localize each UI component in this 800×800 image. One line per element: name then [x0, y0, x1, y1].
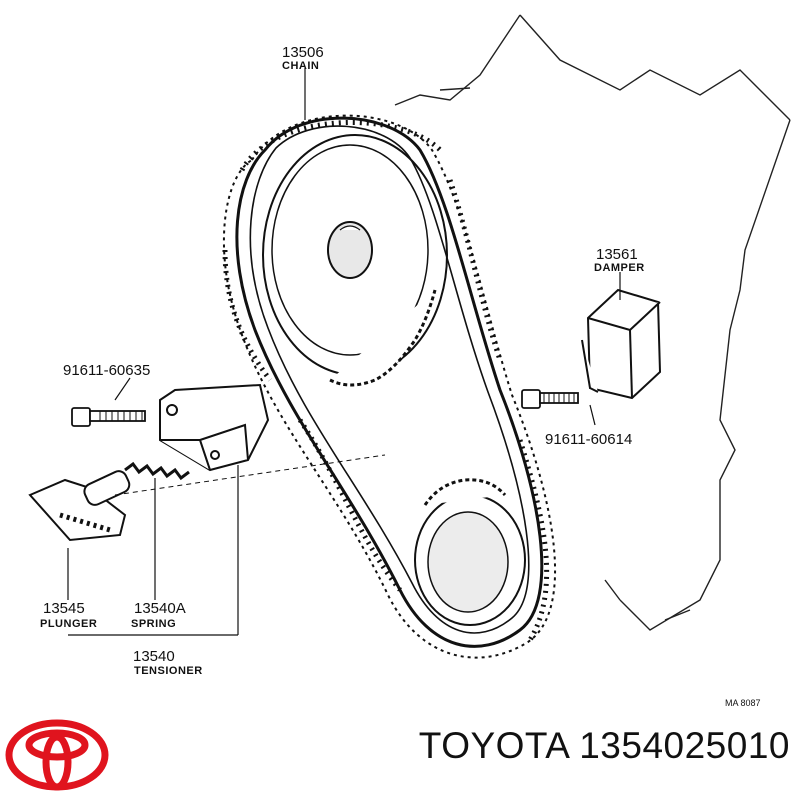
- tensioner-name: TENSIONER: [134, 665, 203, 677]
- crankshaft-sprocket: [414, 478, 526, 626]
- damper-name: DAMPER: [594, 262, 645, 274]
- leader-lines: [67, 68, 621, 636]
- plunger-name: PLUNGER: [40, 618, 97, 630]
- brand-name: TOYOTA: [418, 725, 569, 766]
- camshaft-sprocket: [262, 134, 448, 387]
- timing-chain: [222, 114, 557, 659]
- tensioner-spring: [124, 461, 190, 481]
- bolt-right-number: 91611-60614: [545, 431, 632, 448]
- spring-number: 13540A: [134, 600, 186, 617]
- tensioner-bolt: [71, 407, 146, 427]
- chain-damper: [581, 288, 662, 400]
- damper-bolt: [521, 389, 579, 409]
- bolt-left-number: 91611-60635: [63, 362, 150, 379]
- brand-caption: TOYOTA 1354025010: [340, 725, 790, 767]
- figure-code: MA 8087: [725, 698, 761, 708]
- plunger-number: 13545: [43, 600, 85, 617]
- engine-block-outline: [394, 14, 791, 631]
- damper-number: 13561: [596, 246, 638, 263]
- part-number: 1354025010: [579, 725, 790, 766]
- chain-number: 13506: [282, 44, 324, 61]
- tensioner-plunger: [28, 470, 131, 542]
- tensioner-number: 13540: [133, 648, 175, 665]
- assembly-centerline: [114, 454, 386, 496]
- tensioner-body: [159, 383, 270, 472]
- toyota-logo-icon: [5, 719, 109, 791]
- chain-name: CHAIN: [282, 60, 319, 72]
- spring-name: SPRING: [131, 618, 176, 630]
